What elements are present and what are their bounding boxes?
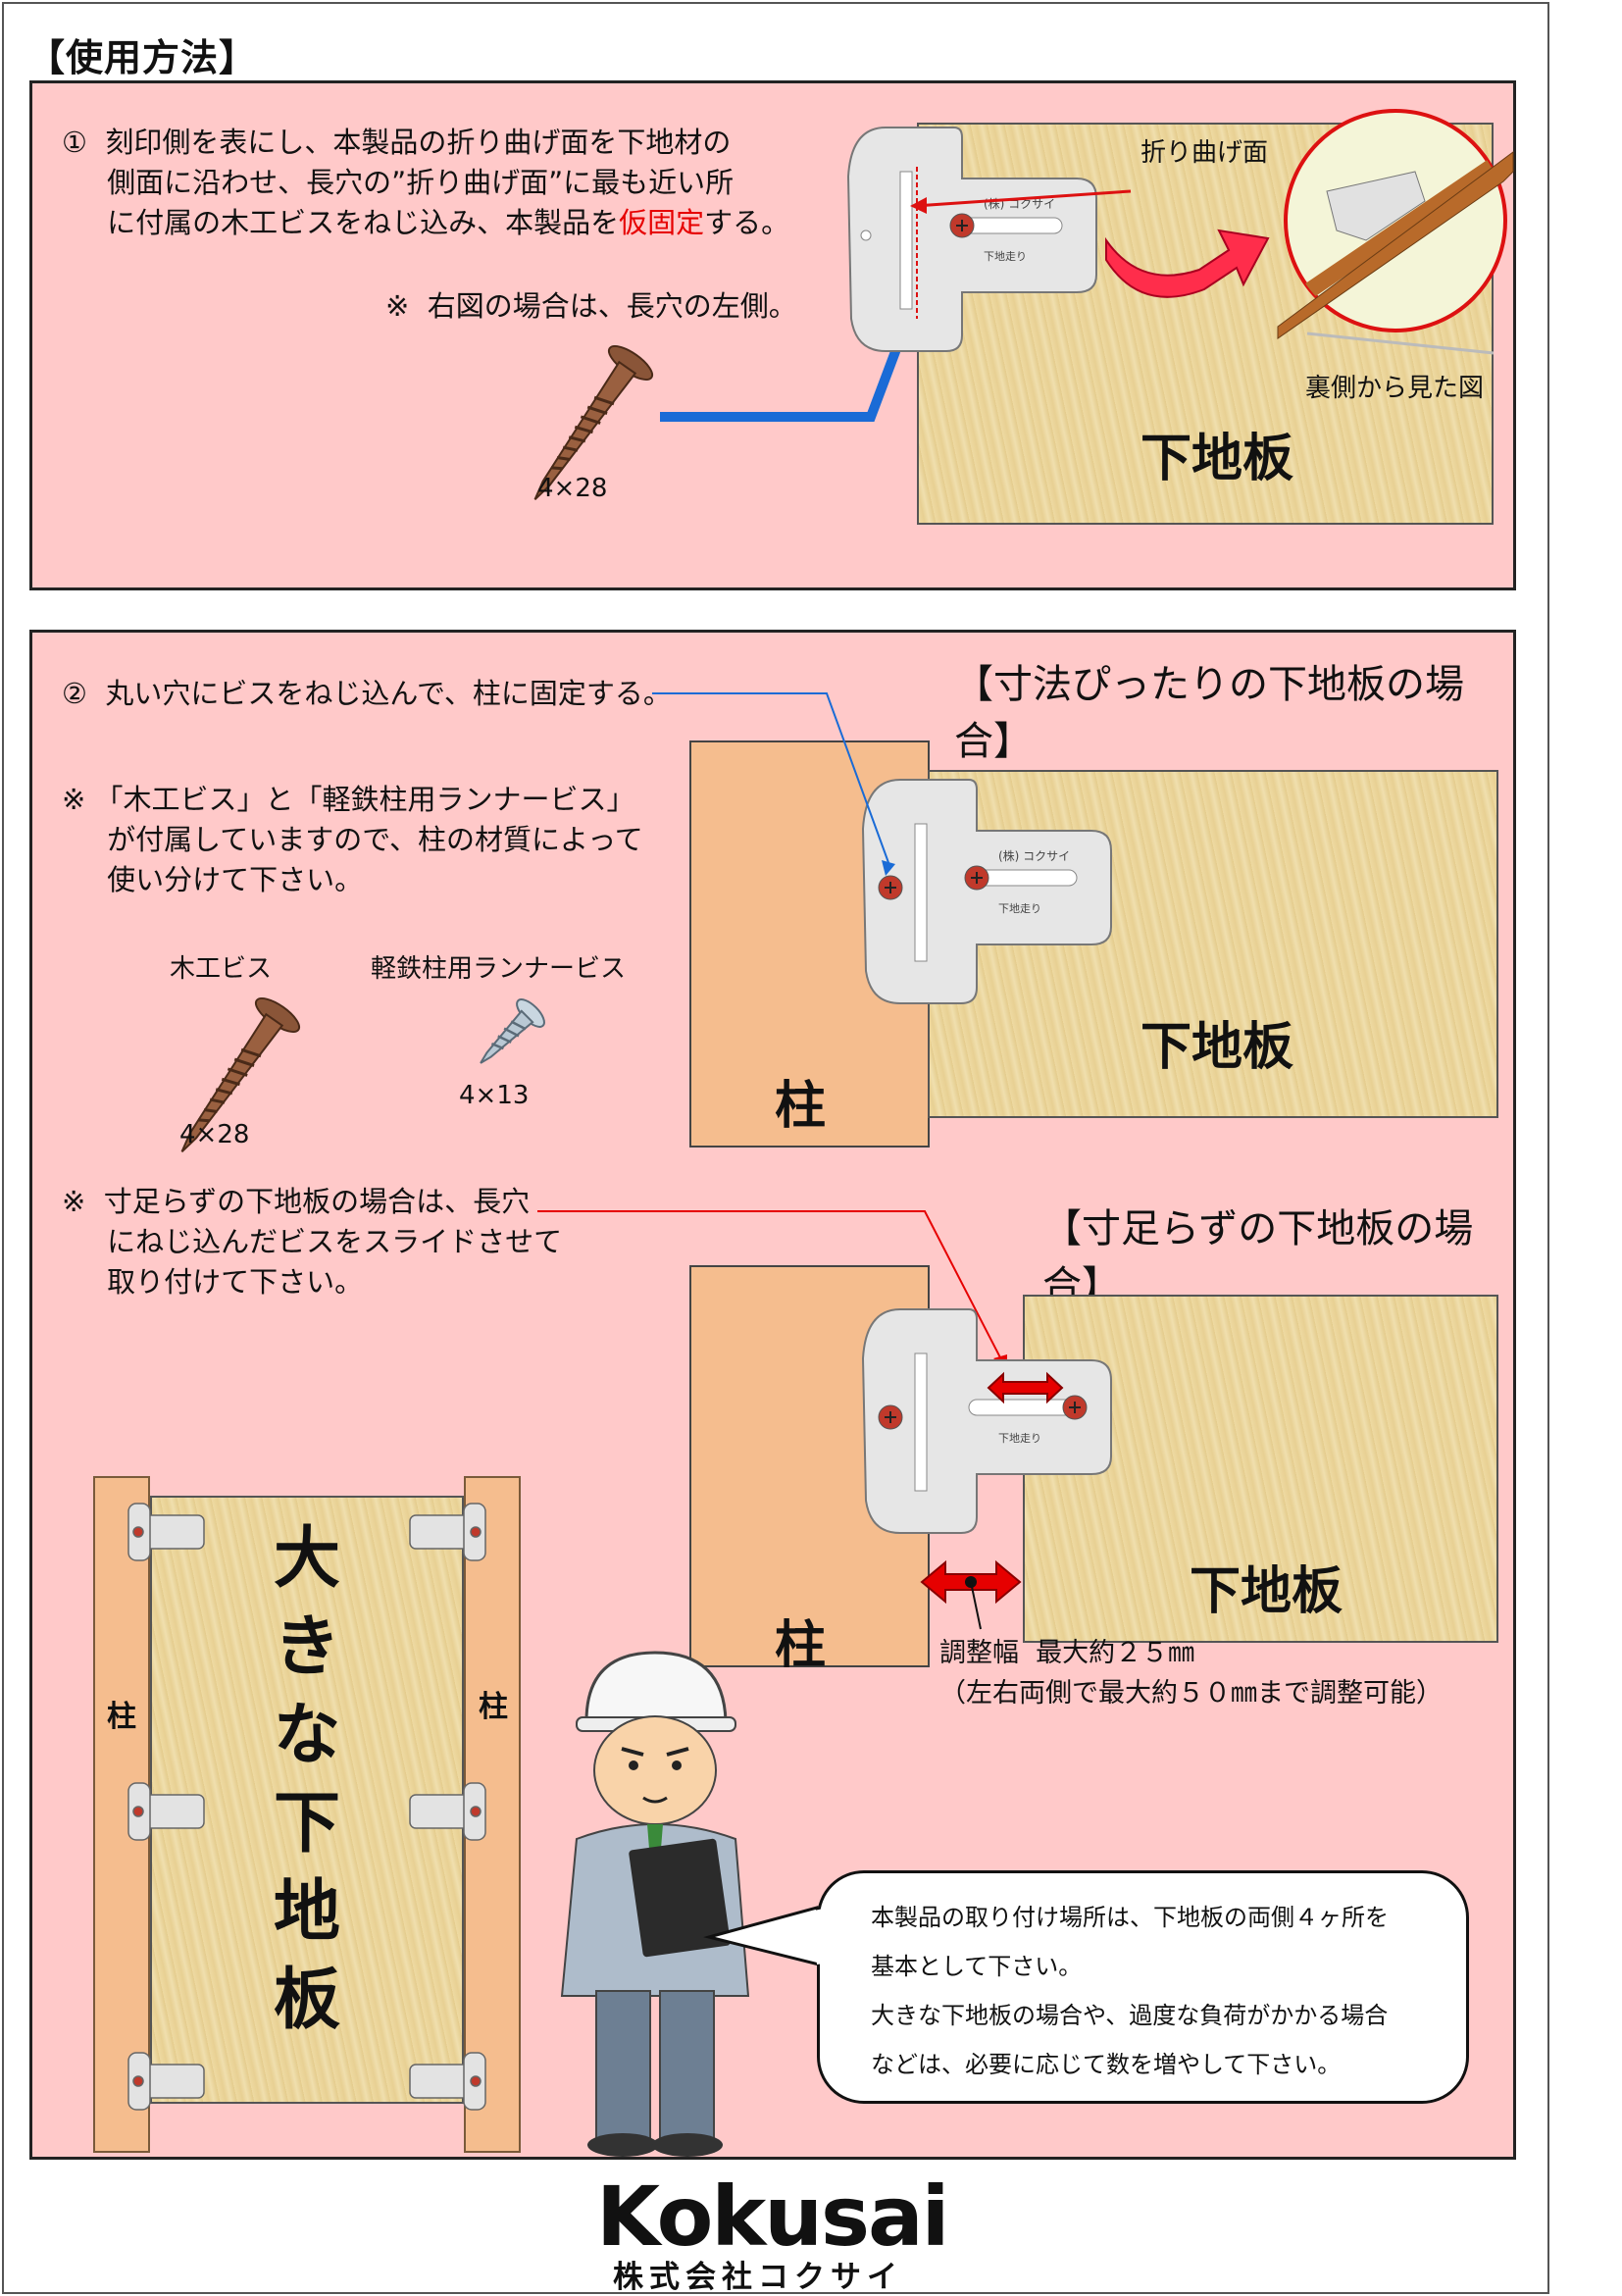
wood-screw-icon	[533, 344, 654, 500]
small-bracket-tl	[127, 1503, 205, 1561]
large-board-text: 大きな下地板	[273, 1520, 340, 2039]
speech-bubble	[817, 1870, 1469, 2104]
runner-screw-size: 4×13	[459, 1081, 530, 1110]
small-bracket-br	[409, 1782, 486, 1841]
fold-face-pointer	[910, 189, 1132, 214]
small-bracket-bbr	[409, 2052, 486, 2111]
logo-main: Kokusai	[596, 2168, 949, 2265]
step2-note2: ※ 寸足らずの下地板の場合は、長穴 にねじ込んだビスをスライドさせて 取り付けて…	[62, 1185, 563, 1299]
page-title: 【使用方法】	[27, 36, 258, 79]
bracket-engraving-bottom: 下地走り	[998, 902, 1041, 915]
page-border	[2, 2, 1549, 2294]
adjust-width-text: 調整幅 最大約２５㎜ （左右両側で最大約５０㎜まで調整可能）	[939, 1638, 1443, 1709]
runner-screw-icon	[480, 998, 545, 1064]
board-label: 下地板	[1140, 430, 1294, 488]
runner-screw-name: 軽鉄柱用ランナービス	[371, 954, 627, 984]
step1-panel: ① 刻印側を表にし、本製品の折り曲げ面を下地材の 側面に沿わせ、長穴の”折り曲げ…	[29, 80, 1516, 590]
wood-screw-name: 木工ビス	[170, 954, 273, 984]
bracket-plate-case1: (株) コクサイ 下地走り	[861, 779, 1112, 1004]
adjust-width-arrow	[920, 1559, 1022, 1630]
step1-note: ※ 右図の場合は、長穴の左側。	[385, 289, 797, 323]
small-bracket-bl	[127, 1782, 205, 1841]
bracket-plate: (株) コクサイ 下地走り	[846, 127, 1097, 352]
step2-panel: ② 丸い穴にビスをねじ込んで、柱に固定する。 ※ 「木工ビス」と「軽鉄柱用ランナ…	[29, 630, 1516, 2160]
temporary-fix-highlight: 仮固定	[619, 206, 705, 239]
step1-text: ① 刻印側を表にし、本製品の折り曲げ面を下地材の 側面に沿わせ、長穴の”折り曲げ…	[62, 126, 790, 239]
small-brackets	[127, 1503, 486, 2111]
pillar-label-case2: 柱	[775, 1616, 827, 1675]
right-pillar-label: 柱	[479, 1690, 508, 1724]
step2-note: ※ 「木工ビス」と「軽鉄柱用ランナービス」 が付属していますので、柱の材質によっ…	[62, 783, 643, 896]
step2-text: ② 丸い穴にビスをねじ込んで、柱に固定する。	[62, 677, 672, 710]
back-view-inset	[1277, 109, 1514, 355]
wood-screw-icon	[180, 996, 301, 1152]
back-view-label: 裏側から見た図	[1305, 374, 1485, 403]
wood-screw-size: 4×28	[179, 1120, 250, 1149]
bracket-engraving-bottom: 下地走り	[984, 250, 1027, 263]
pink-curved-arrow	[1105, 229, 1270, 298]
board-label-case1: 下地板	[1140, 1018, 1294, 1077]
bracket-engraving-bottom: 下地走り	[998, 1432, 1041, 1445]
step1-screw-size: 4×28	[537, 474, 608, 503]
small-bracket-tr	[409, 1503, 486, 1561]
small-bracket-bbl	[127, 2052, 205, 2111]
bubble-text: 本製品の取り付け場所は、下地板の両側４ヶ所を 基本として下さい。 大きな下地板の…	[871, 1904, 1389, 2078]
worker-illustration	[560, 1651, 750, 2157]
logo-sub: 株式会社コクサイ	[613, 2260, 903, 2295]
bubble-tail-cover	[814, 1909, 829, 1964]
bracket-plate-case2: 下地走り	[861, 1308, 1112, 1534]
company-logo: Kokusai 株式会社コクサイ	[596, 2168, 949, 2296]
case1-title: 【寸法ぴったりの下地板の場合】	[954, 662, 1464, 764]
left-pillar-label: 柱	[107, 1700, 136, 1734]
board-label-case2: 下地板	[1190, 1562, 1343, 1621]
pillar-label-case1: 柱	[775, 1077, 827, 1136]
bracket-engraving-top: (株) コクサイ	[998, 848, 1070, 863]
fold-face-label: 折り曲げ面	[1140, 138, 1269, 168]
